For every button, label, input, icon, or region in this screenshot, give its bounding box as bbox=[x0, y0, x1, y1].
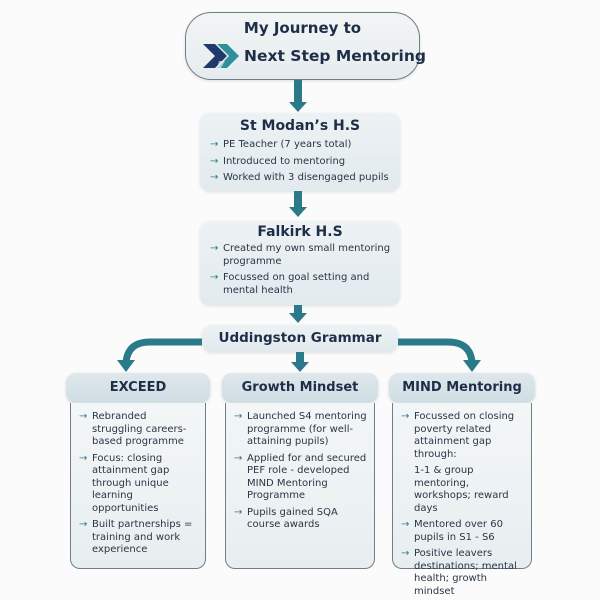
list-item: →Focussed on closing poverty related att… bbox=[401, 411, 515, 460]
list-item: →Rebranded struggling careers-based prog… bbox=[79, 411, 187, 447]
title-line-2: Next Step Mentoring bbox=[244, 47, 426, 65]
list-item: →Pupils gained SQA course awards bbox=[234, 506, 338, 531]
column-header-exceed: EXCEED Programme bbox=[66, 373, 210, 425]
title-node: My Journey to Next Step Mentoring bbox=[185, 12, 426, 80]
double-chevron-logo-icon bbox=[203, 44, 239, 68]
stage-node-falkirk: Falkirk H.S →Created my own small mentor… bbox=[200, 221, 400, 305]
arrow-down-icon bbox=[291, 362, 309, 372]
list-item: →PE Teacher (7 years total) bbox=[210, 139, 352, 150]
list-item: →Launched S4 mentoring programme (for we… bbox=[234, 411, 367, 447]
column-body-mind-mentoring: →Focussed on closing poverty related att… bbox=[392, 403, 532, 597]
column-header-mind-mentoring: MIND Mentoring bbox=[389, 373, 535, 403]
connector-line bbox=[294, 80, 302, 104]
list-item: →Introduced to mentoring bbox=[210, 155, 346, 167]
connector-line bbox=[294, 191, 302, 209]
arrow-right-icon: → bbox=[234, 506, 243, 518]
column-header-growth-mindset: Growth Mindset bbox=[222, 373, 378, 403]
title-line-1: My Journey to bbox=[243, 19, 362, 37]
list-item: →Applied for and secured PEF role - deve… bbox=[234, 452, 367, 502]
arrow-right-icon: → bbox=[210, 272, 219, 283]
column-body-exceed: →Rebranded struggling careers-based prog… bbox=[70, 403, 206, 569]
arrow-right-icon: → bbox=[210, 243, 219, 254]
stage-node-st-modans: St Modan’s H.S →PE Teacher (7 years tota… bbox=[200, 113, 400, 191]
stage-title: St Modan’s H.S bbox=[239, 118, 361, 134]
connector-line bbox=[294, 305, 302, 315]
arrow-right-icon: → bbox=[401, 548, 410, 559]
arrow-right-icon: → bbox=[79, 411, 88, 422]
list-item: →Worked with 3 disengaged pupils bbox=[210, 172, 389, 183]
arrow-down-icon bbox=[289, 102, 307, 112]
arrow-right-icon: → bbox=[234, 452, 243, 464]
list-item: →Built partnerships = training and work … bbox=[79, 519, 193, 555]
arrow-down-icon bbox=[117, 360, 135, 372]
arrow-right-icon: → bbox=[234, 411, 243, 422]
list-item: 1-1 & group mentoring, workshops; reward… bbox=[414, 465, 509, 514]
arrow-down-icon bbox=[289, 313, 307, 323]
list-item: →Mentored over 60 pupils in S1 - S6 bbox=[401, 519, 503, 543]
arrow-right-icon: → bbox=[210, 172, 219, 183]
arrow-down-icon bbox=[289, 207, 307, 217]
arrow-right-icon: → bbox=[210, 139, 219, 150]
arrow-down-icon bbox=[463, 360, 481, 372]
arrow-right-icon: → bbox=[79, 452, 88, 464]
list-item: →Focussed on goal setting and mental hea… bbox=[210, 272, 370, 296]
stage-title: Uddingston Grammar bbox=[218, 330, 382, 346]
arrow-right-icon: → bbox=[401, 411, 410, 422]
column-body-growth-mindset: →Launched S4 mentoring programme (for we… bbox=[225, 403, 375, 569]
arrow-right-icon: → bbox=[210, 155, 219, 167]
stage-node-uddingston: Uddingston Grammar bbox=[202, 325, 398, 352]
arrow-right-icon: → bbox=[79, 519, 88, 530]
arrow-right-icon: → bbox=[401, 519, 410, 530]
list-item: →Created my own small mentoring programm… bbox=[210, 243, 391, 267]
stage-title: Falkirk H.S bbox=[257, 224, 343, 240]
list-item: →Positive leavers destinations; mental h… bbox=[401, 548, 517, 597]
list-item: →Focus: closing attainment gap through u… bbox=[79, 452, 170, 514]
